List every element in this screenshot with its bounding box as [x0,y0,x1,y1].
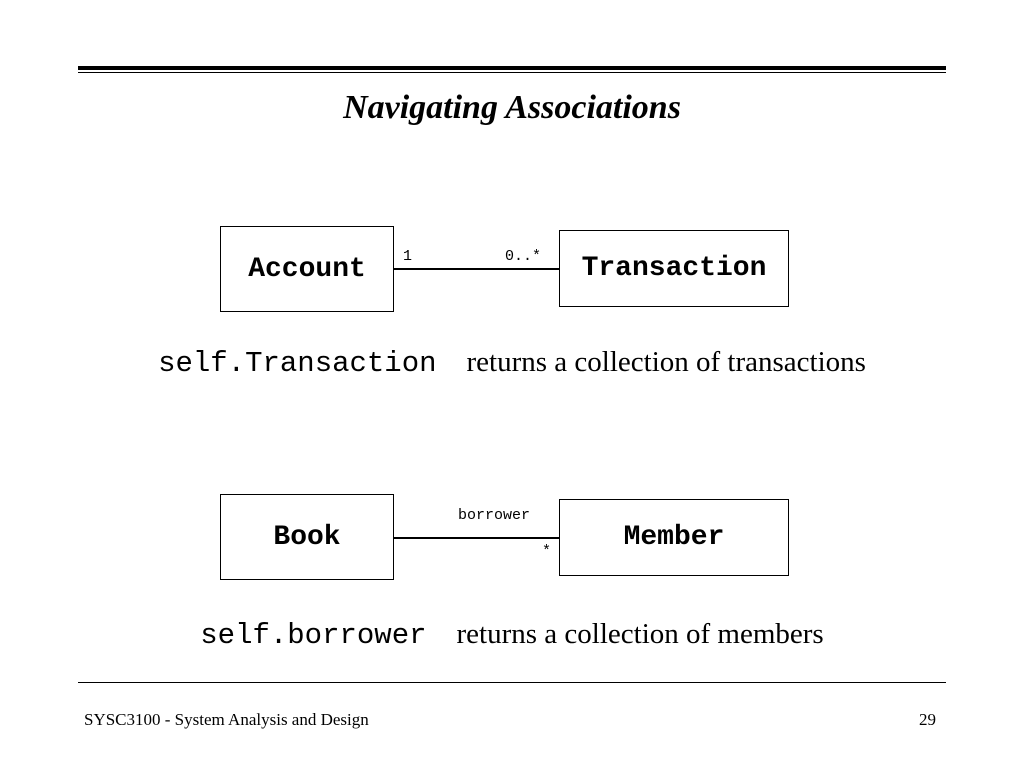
expression-description-transaction: returns a collection of transactions [466,346,866,378]
class-box-book: Book [220,494,394,580]
footer-rule [78,682,946,683]
class-box-account: Account [220,226,394,312]
class-box-transaction: Transaction [559,230,789,307]
ocl-expression-borrower: self.borrower [200,619,427,652]
class-name-book: Book [273,521,341,553]
class-box-member: Member [559,499,789,576]
multiplicity-member: * [542,543,552,560]
header-rule-thick [78,66,946,70]
slide-title: Navigating Associations [343,89,681,126]
ocl-expression-transaction: self.Transaction [158,347,437,380]
expression-row-2: self.borrower returns a collection of me… [0,618,1024,652]
footer-course-title: SYSC3100 - System Analysis and Design [84,710,369,729]
association-line-book-member [394,537,559,539]
class-name-transaction: Transaction [581,253,767,284]
multiplicity-transaction: 0..* [505,248,542,265]
association-line-account-transaction [394,268,559,270]
class-name-account: Account [248,253,366,285]
multiplicity-account: 1 [403,248,413,265]
expression-row-1: self.Transaction returns a collection of… [0,346,1024,380]
page-number: 29 [919,710,936,729]
header-rule-thin [78,72,946,73]
role-name-borrower: borrower [458,507,531,524]
expression-description-borrower: returns a collection of members [456,618,824,650]
class-name-member: Member [623,522,725,553]
